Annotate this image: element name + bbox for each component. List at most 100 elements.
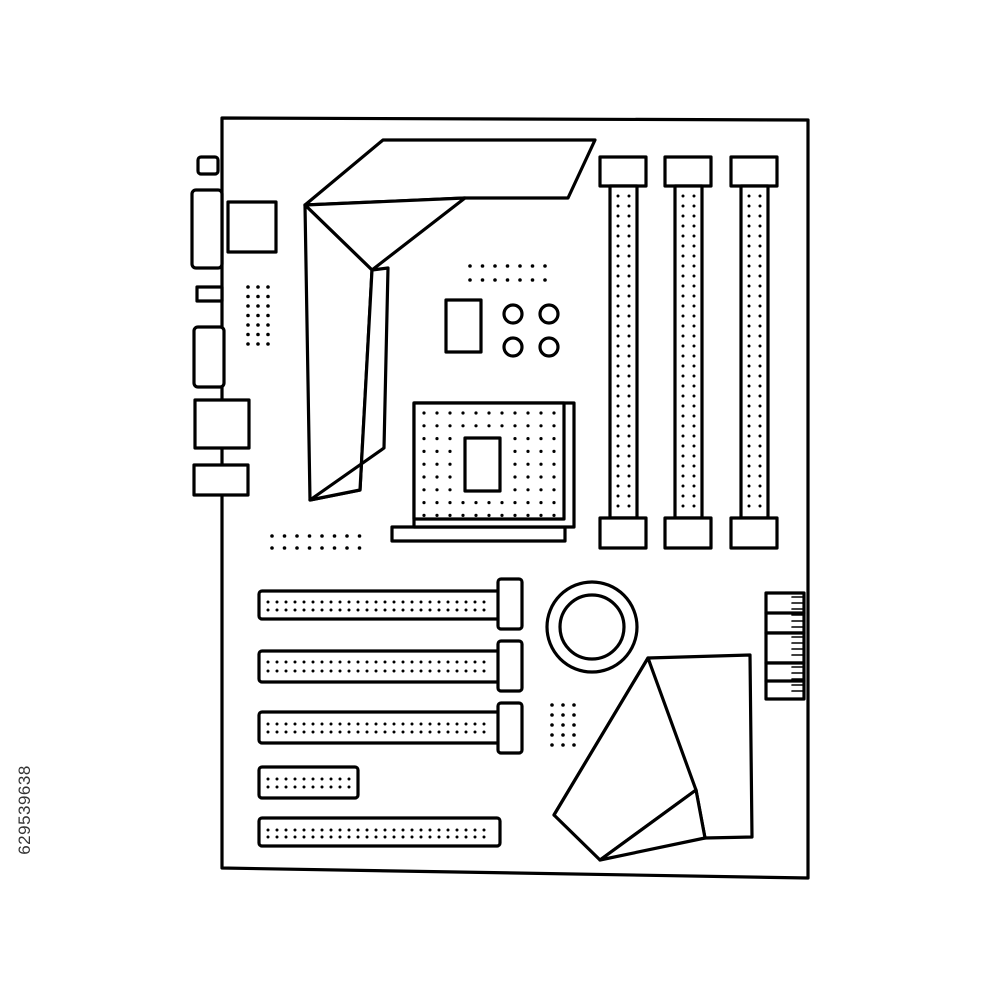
solder-dot (347, 730, 351, 734)
solder-dot (329, 828, 333, 832)
solder-dot (446, 669, 450, 673)
solder-dot (448, 488, 452, 492)
solder-dot (275, 669, 279, 673)
solder-dot (530, 278, 535, 282)
solder-dot (513, 501, 517, 505)
solder-dot (455, 828, 459, 832)
solder-dot (681, 314, 685, 318)
solder-dot (747, 504, 751, 508)
solder-dot (747, 294, 751, 298)
solder-dot (747, 274, 751, 278)
solder-dot (461, 411, 465, 415)
solder-dot (758, 234, 762, 238)
solder-dot (747, 474, 751, 478)
solder-dot (410, 835, 414, 839)
solder-dot (347, 669, 351, 673)
solder-dot (448, 437, 452, 441)
solder-dot (627, 374, 631, 378)
solder-dot (627, 464, 631, 468)
solder-dot (410, 828, 414, 832)
solder-dot (572, 723, 576, 727)
solder-dot (526, 437, 530, 441)
solder-dot (356, 669, 360, 673)
solder-dot (428, 669, 432, 673)
solder-dot (627, 504, 631, 508)
solder-dot (681, 464, 685, 468)
port-usb-block (193, 398, 251, 450)
solder-dot (338, 722, 342, 726)
solder-dot (747, 204, 751, 208)
solder-dot (311, 785, 315, 789)
solder-dot (428, 600, 432, 604)
solder-dot (473, 835, 477, 839)
solder-dot (473, 722, 477, 726)
ram-slots (598, 155, 779, 550)
solder-dot (758, 424, 762, 428)
cmos-battery (545, 580, 639, 674)
solder-dot (422, 449, 426, 453)
solder-dot (419, 828, 423, 832)
solder-dot (275, 730, 279, 734)
solder-dot (747, 214, 751, 218)
solder-dot (692, 464, 696, 468)
solder-dot (307, 534, 312, 538)
solder-dot (692, 314, 696, 318)
solder-dot (692, 324, 696, 328)
solder-dot (284, 730, 288, 734)
solder-dot (311, 730, 315, 734)
solder-dot (392, 730, 396, 734)
pcie-slot-short (257, 765, 360, 800)
solder-dot (758, 304, 762, 308)
solder-dot (311, 608, 315, 612)
solder-dot (681, 254, 685, 258)
solder-dot (758, 394, 762, 398)
solder-dot (437, 660, 441, 664)
solder-dot (356, 828, 360, 832)
solder-dot (320, 722, 324, 726)
solder-dot (293, 785, 297, 789)
sata-connectors (764, 591, 806, 701)
solder-dot (616, 254, 620, 258)
solder-dot (329, 835, 333, 839)
solder-dot (681, 434, 685, 438)
solder-dot (482, 730, 486, 734)
solder-dot (561, 743, 565, 747)
solder-dot (627, 224, 631, 228)
solder-dot (513, 449, 517, 453)
solder-dot (692, 454, 696, 458)
solder-dot (692, 284, 696, 288)
solder-dot (302, 828, 306, 832)
solder-dot (627, 194, 631, 198)
solder-dot (616, 274, 620, 278)
solder-dot (401, 730, 405, 734)
solder-dot (338, 600, 342, 604)
back-panel-ports (190, 155, 278, 497)
solder-dot (552, 475, 556, 479)
pcie-slot-2 (257, 639, 524, 693)
solder-dot (266, 600, 270, 604)
solder-dot (410, 608, 414, 612)
solder-dot (446, 828, 450, 832)
solder-dot (758, 334, 762, 338)
solder-dot (692, 394, 696, 398)
solder-dot (627, 354, 631, 358)
solder-dot (681, 424, 685, 428)
solder-dot (422, 513, 426, 518)
solder-dot (374, 608, 378, 612)
solder-dot (383, 722, 387, 726)
solder-dot (616, 294, 620, 298)
solder-dot (539, 411, 543, 415)
solder-dot (302, 785, 306, 789)
solder-dot (692, 264, 696, 268)
solder-dot (681, 444, 685, 448)
solder-dot (311, 660, 315, 664)
solder-dot (383, 730, 387, 734)
solder-dot (410, 722, 414, 726)
solder-dot (539, 488, 543, 492)
solder-dot (572, 703, 576, 707)
solder-dot (552, 462, 556, 466)
solder-dot (758, 434, 762, 438)
solder-dot (758, 344, 762, 348)
solder-dot (616, 244, 620, 248)
solder-dot (627, 314, 631, 318)
